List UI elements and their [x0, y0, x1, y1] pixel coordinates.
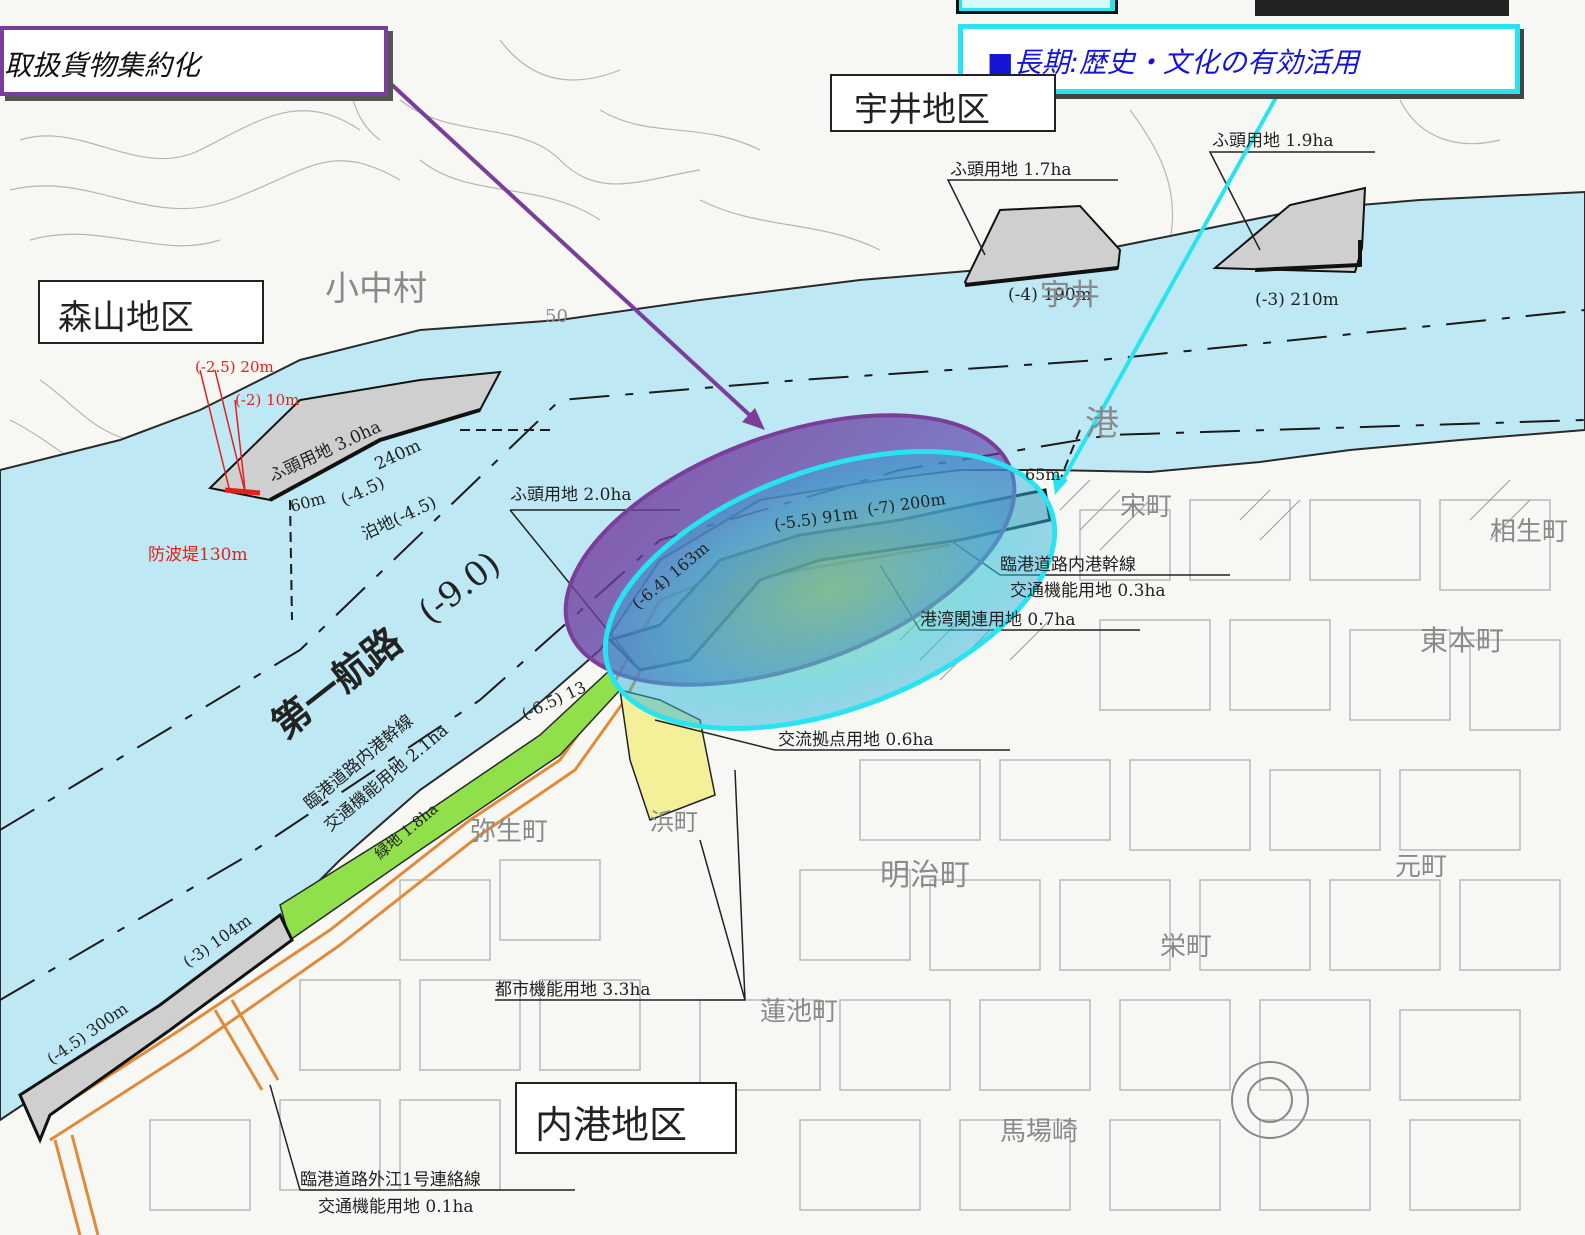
callout-consolidation-text: 取扱貨物集約化: [4, 49, 201, 82]
label-road-link: 臨港道路外江1号連絡線: [300, 1170, 481, 1190]
label-exchange: 交流拠点用地 0.6ha: [778, 730, 934, 750]
label-traffic-01: 交通機能用地 0.1ha: [318, 1197, 474, 1217]
label-berth-ui-east: (-3) 210m: [1255, 290, 1339, 310]
label-road-trunk-right: 臨港道路内港幹線: [1000, 554, 1136, 575]
district-naiko-label: 内港地区: [515, 1082, 737, 1154]
district-naiko-text: 内港地区: [535, 1103, 688, 1147]
link-road: [53, 999, 280, 1235]
callout-tab-inner: [962, 0, 1110, 8]
label-port-related: 港湾関連用地 0.7ha: [920, 610, 1076, 630]
district-ui-text: 宇井地区: [854, 90, 990, 130]
label-breakwater: 防波堤130m: [148, 545, 248, 565]
district-moriyama-label: 森山地区: [38, 280, 264, 344]
top-bar: [1255, 0, 1509, 16]
label-red-2: (-2) 10m: [235, 391, 299, 409]
label-pier-naiko: ふ頭用地 2.0ha: [510, 485, 632, 505]
callout-long-term: ■長期:歴史・文化の有効活用: [958, 24, 1520, 94]
town-komaka: 小中村: [325, 269, 427, 309]
label-urban: 都市機能用地 3.3ha: [495, 980, 651, 1000]
cyan-highlight-ellipse: [602, 449, 1058, 731]
label-berth-ui-west: (-4) 190m: [1008, 285, 1092, 305]
town-meiji: 明治町: [880, 858, 970, 893]
anchor-text: 港: [1085, 404, 1119, 444]
quay-lower-left: [18, 912, 294, 1144]
town-ui: 宇井: [1040, 278, 1100, 313]
city-blocks: [149, 499, 1561, 1211]
purple-arrow: [376, 70, 757, 422]
district-moriyama-text: 森山地区: [58, 298, 194, 338]
district-ui-label: 宇井地区: [830, 74, 1056, 132]
label-red-25: (-2.5) 20m: [195, 358, 274, 376]
town-hama: 浜町: [650, 808, 698, 836]
town-higashimoto: 東本町: [1420, 624, 1504, 657]
label-pier-ui-east: ふ頭用地 1.9ha: [1212, 131, 1334, 151]
callout-long-term-text: ■長期:歴史・文化の有効活用: [987, 46, 1359, 79]
town-sakae: 栄町: [1160, 932, 1212, 962]
label-quay-65: 65m: [1025, 465, 1061, 484]
town-hasuike: 蓮池町: [760, 997, 838, 1027]
label-pier-ui-west: ふ頭用地 1.7ha: [950, 160, 1072, 180]
callout-consolidation: 取扱貨物集約化: [0, 26, 388, 96]
town-sou: 宋町: [1120, 492, 1172, 522]
label-traffic-03: 交通機能用地 0.3ha: [1010, 581, 1166, 601]
roundabout: [1231, 1061, 1309, 1139]
town-baba: 馬場崎: [1000, 1117, 1078, 1147]
town-yayoi: 弥生町: [470, 817, 548, 847]
town-ai: 相生町: [1490, 517, 1568, 547]
pier-ui-east: [1212, 186, 1367, 274]
town-contour: 50: [545, 306, 568, 327]
town-moto: 元町: [1395, 852, 1447, 882]
cyan-arrow: [1058, 93, 1280, 486]
